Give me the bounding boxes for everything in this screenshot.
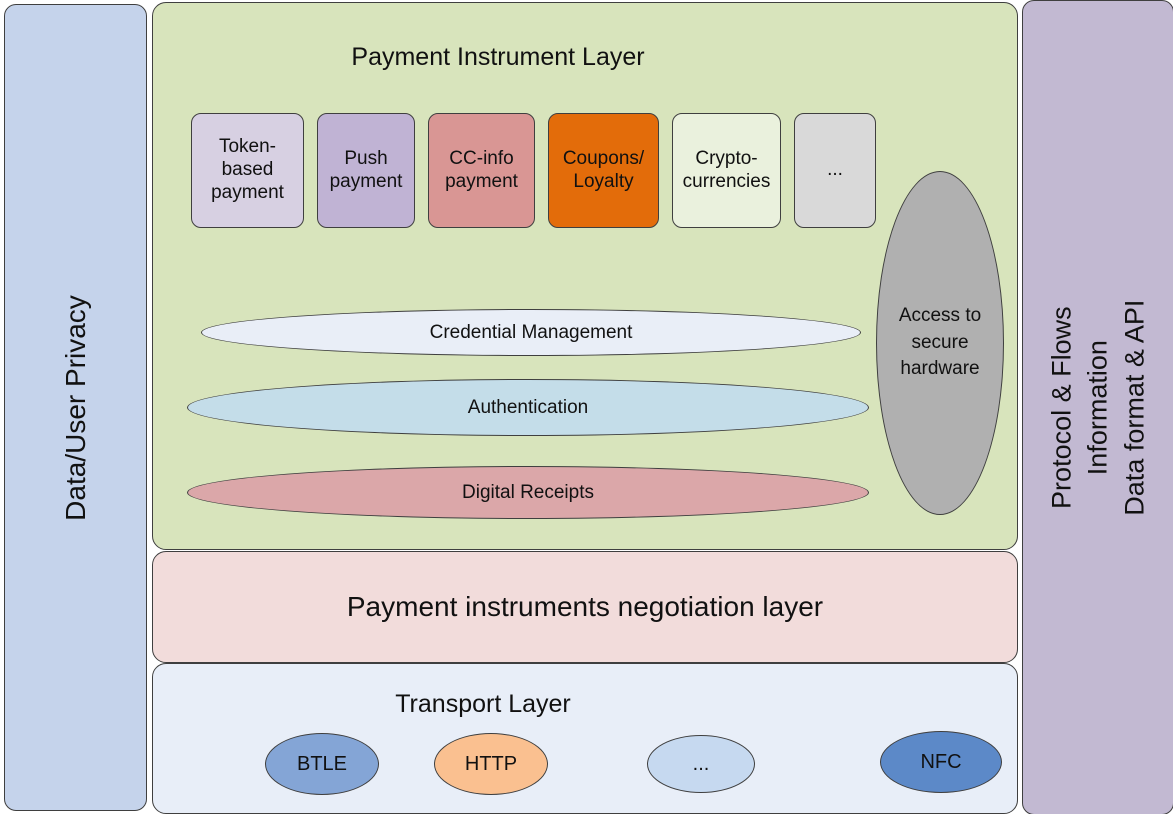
instrument-more: ...: [794, 113, 876, 228]
instrument-cryptocurrencies: Crypto- currencies: [672, 113, 781, 228]
instrument-row: Token- based payment Push payment CC-inf…: [191, 113, 876, 228]
capability-authentication: Authentication: [187, 379, 869, 436]
negotiation-layer: Payment instruments negotiation layer: [152, 551, 1018, 663]
protocol-sidebar: Protocol & Flows Information Data format…: [1022, 0, 1173, 814]
protocol-sidebar-line-1: Protocol & Flows: [1046, 306, 1077, 509]
instrument-push-payment: Push payment: [317, 113, 415, 228]
privacy-sidebar-label: Data/User Privacy: [59, 294, 91, 521]
capability-digital-receipts: Digital Receipts: [187, 466, 869, 519]
protocol-sidebar-line-3: Data format & API: [1119, 299, 1150, 516]
transport-layer: Transport Layer BTLE HTTP ... NFC: [152, 663, 1018, 814]
transport-layer-title: Transport Layer: [395, 690, 571, 718]
protocol-sidebar-label: Protocol & Flows Information Data format…: [1043, 299, 1152, 515]
instrument-token-based-payment: Token- based payment: [191, 113, 304, 228]
transport-protocol-more: ...: [647, 735, 755, 793]
payment-instrument-layer: Payment Instrument Layer Token- based pa…: [152, 2, 1018, 550]
secure-hardware-ellipse: Access to secure hardware: [876, 171, 1004, 515]
protocol-sidebar-line-2: Information: [1082, 339, 1113, 476]
transport-protocol-nfc: NFC: [880, 731, 1002, 793]
instrument-coupons-loyalty: Coupons/ Loyalty: [548, 113, 659, 228]
transport-protocol-http: HTTP: [434, 733, 548, 795]
transport-protocol-btle: BTLE: [265, 733, 379, 795]
privacy-sidebar: Data/User Privacy: [4, 4, 147, 811]
instrument-cc-info-payment: CC-info payment: [428, 113, 535, 228]
payment-instrument-layer-title: Payment Instrument Layer: [351, 43, 645, 71]
capability-credential-management: Credential Management: [201, 309, 861, 356]
negotiation-layer-title: Payment instruments negotiation layer: [346, 591, 824, 622]
